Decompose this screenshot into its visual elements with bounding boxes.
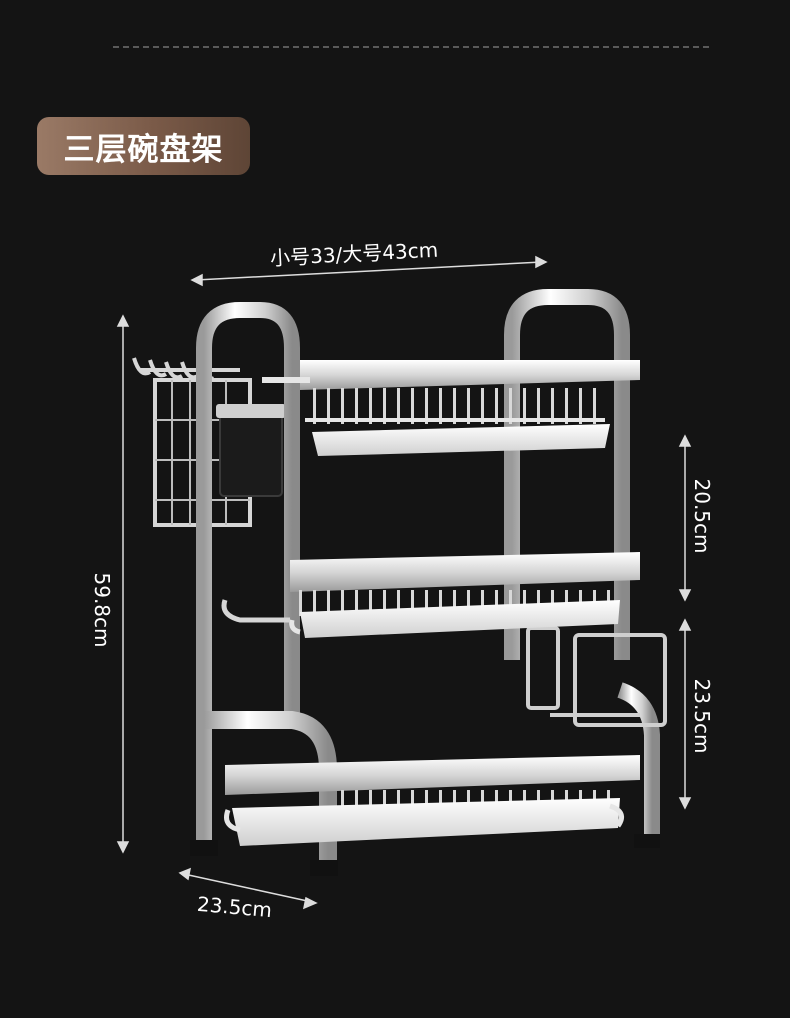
top-dashed-divider (113, 46, 709, 48)
upper-tier-dimension-arrow (678, 434, 692, 602)
lower-tier-dimension-arrow (678, 618, 692, 810)
product-title-badge: 三层碗盘架 (37, 117, 250, 175)
upper-tier-dimension-label: 20.5cm (690, 478, 714, 554)
width-dimension-arrow (190, 255, 548, 287)
middle-tier (210, 552, 640, 638)
depth-dimension-arrow (178, 867, 318, 910)
top-tier (262, 360, 640, 456)
lower-tier-dimension-label: 23.5cm (690, 678, 714, 754)
product-title: 三层碗盘架 (63, 131, 224, 168)
height-dimension-arrow (116, 314, 130, 854)
height-dimension-label: 59.8cm (90, 572, 114, 648)
bottom-tier (224, 755, 640, 846)
board-holder (526, 626, 667, 727)
rack-back-frame (504, 289, 660, 848)
